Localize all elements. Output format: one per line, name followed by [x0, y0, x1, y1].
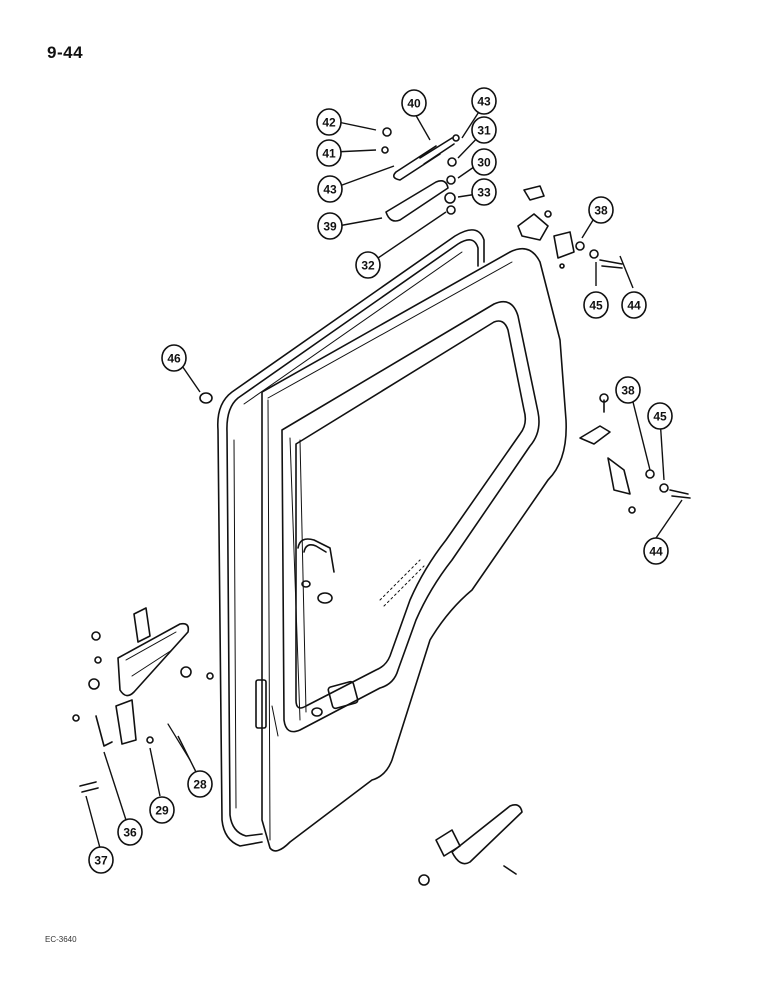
callout-number: 29	[155, 804, 169, 818]
callout-28: 28	[187, 770, 213, 798]
callout-number: 33	[477, 186, 491, 200]
callout-circle	[149, 796, 175, 824]
callout-circle	[643, 537, 669, 565]
callout-number: 39	[323, 220, 337, 234]
callout-number: 45	[653, 410, 667, 424]
callout-44b: 44	[643, 537, 669, 565]
gas-strut	[392, 137, 455, 181]
window-frame	[281, 300, 540, 733]
callout-31: 31	[471, 116, 497, 144]
callout-number: 28	[193, 778, 207, 792]
callout-number: 41	[322, 147, 336, 161]
callout-number: 31	[477, 124, 491, 138]
callout-number: 44	[649, 545, 663, 559]
callout-circle	[316, 108, 342, 136]
outer-handle	[451, 804, 523, 865]
callout-43b: 43	[317, 175, 343, 203]
callout-43a: 43	[471, 87, 497, 115]
callout-36: 36	[117, 818, 143, 846]
callout-45b: 45	[647, 402, 673, 430]
callout-39: 39	[317, 212, 343, 240]
door-seal	[216, 229, 485, 847]
callout-circle	[471, 148, 497, 176]
callout-number: 37	[94, 854, 108, 868]
callout-45a: 45	[583, 291, 609, 319]
callout-circle	[621, 291, 647, 319]
callout-circle	[615, 376, 641, 404]
callout-circle	[471, 87, 497, 115]
latch	[115, 699, 137, 745]
callout-number: 40	[407, 97, 421, 111]
callout-38b: 38	[615, 376, 641, 404]
page-number: 9-44	[47, 43, 84, 62]
callout-circle	[355, 251, 381, 279]
callout-circle	[316, 139, 342, 167]
callout-number: 30	[477, 156, 491, 170]
callout-circle	[588, 196, 614, 224]
callout-circle	[401, 89, 427, 117]
callout-circle	[161, 344, 187, 372]
callout-number: 36	[123, 826, 137, 840]
callout-number: 38	[594, 204, 608, 218]
callout-number: 44	[627, 299, 641, 313]
callout-circle	[317, 212, 343, 240]
callout-circle	[583, 291, 609, 319]
callout-29: 29	[149, 796, 175, 824]
callout-number: 38	[621, 384, 635, 398]
callout-circle	[317, 175, 343, 203]
grab-handle	[297, 538, 335, 573]
lower-hinge	[579, 425, 631, 495]
callout-circle	[88, 846, 114, 874]
callout-circle	[647, 402, 673, 430]
callout-number: 32	[361, 259, 375, 273]
callout-circle	[187, 770, 213, 798]
lock-plate	[117, 622, 190, 697]
callout-number: 45	[589, 299, 603, 313]
callout-number: 46	[167, 352, 181, 366]
bracket	[385, 180, 449, 222]
callout-number: 43	[477, 95, 491, 109]
callout-33: 33	[471, 178, 497, 206]
door-panel	[261, 247, 567, 852]
upper-hinge	[517, 185, 575, 259]
callout-44a: 44	[621, 291, 647, 319]
callout-number: 43	[323, 183, 337, 197]
callout-30: 30	[471, 148, 497, 176]
callout-37: 37	[88, 846, 114, 874]
callout-number: 42	[322, 116, 336, 130]
callout-46: 46	[161, 344, 187, 372]
drawing-code: EC-3640	[45, 935, 77, 944]
callout-circle	[471, 116, 497, 144]
callout-41: 41	[316, 139, 342, 167]
callout-circle	[117, 818, 143, 846]
callout-40: 40	[401, 89, 427, 117]
callout-38a: 38	[588, 196, 614, 224]
callout-42: 42	[316, 108, 342, 136]
callout-circle	[471, 178, 497, 206]
callout-32: 32	[355, 251, 381, 279]
